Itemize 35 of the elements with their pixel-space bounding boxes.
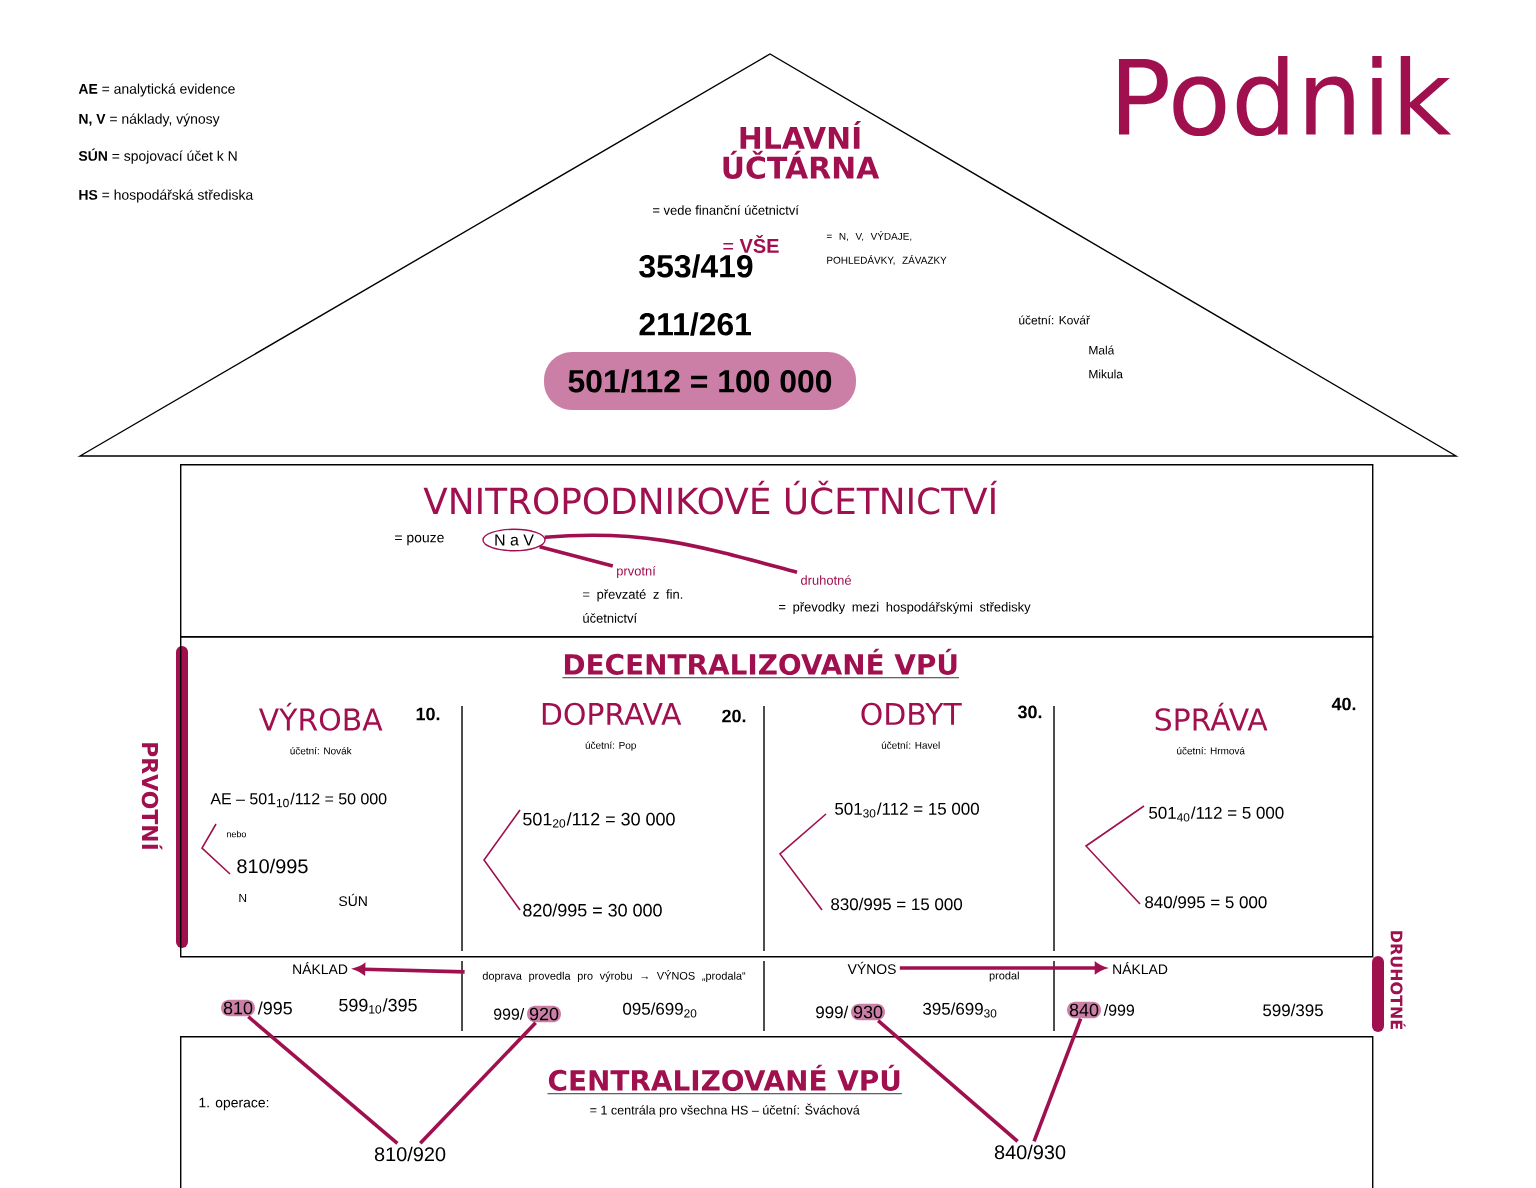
- connector-line: [876, 1019, 1019, 1143]
- highlighted-number: 840: [1067, 1001, 1101, 1019]
- side-label: PRVOTNÍ: [141, 743, 163, 850]
- account-pair: 810/920: [374, 1146, 446, 1162]
- note-text: = VŠE: [723, 234, 779, 253]
- entry-text: 810/995: [237, 858, 308, 874]
- highlighted-number: 810: [221, 999, 255, 1017]
- column-number: 40.: [1331, 697, 1356, 711]
- connector-line: [418, 1021, 537, 1145]
- entry-text: 395/699$_{30}$: [923, 1002, 997, 1018]
- arrow: [354, 963, 465, 975]
- entry-text: 830/995 = 15 000: [831, 897, 963, 911]
- connector-line: [1032, 1018, 1083, 1142]
- title: Podnik: [1118, 55, 1452, 137]
- entry-text: 501$_{30}$/112 = 15 000: [835, 802, 979, 818]
- connector-line: [539, 544, 614, 568]
- entry-text: 820/995 = 30 000: [523, 903, 662, 917]
- account-pair: 353/419: [639, 254, 753, 278]
- entry-text: 599$_{10}$/395: [339, 998, 417, 1014]
- connector-line: [544, 533, 798, 574]
- entry-text: 840/995 = 5 000: [1145, 895, 1267, 909]
- column-number: 10.: [416, 707, 440, 721]
- highlighted-number: 930: [851, 1003, 885, 1021]
- connector-line: [247, 1015, 399, 1145]
- account-pair: 840/930: [994, 1144, 1066, 1160]
- highlighted-entry: 501/112 = 100 000: [544, 352, 856, 410]
- highlighted-number: 920: [527, 1005, 561, 1023]
- column-number: 30.: [1017, 705, 1042, 719]
- department-heading: HLAVNÍ ÚČTÁRNA: [723, 121, 880, 179]
- entry-text: 501$_{20}$/112 = 30 000: [523, 812, 675, 828]
- entry-text: 599/395: [1263, 1003, 1323, 1017]
- arrow: [899, 962, 1106, 974]
- entry-text: 095/699$_{20}$: [623, 1002, 697, 1018]
- column-number: 20.: [722, 709, 746, 723]
- entry-text: 501$_{40}$/112 = 5 000: [1149, 806, 1284, 822]
